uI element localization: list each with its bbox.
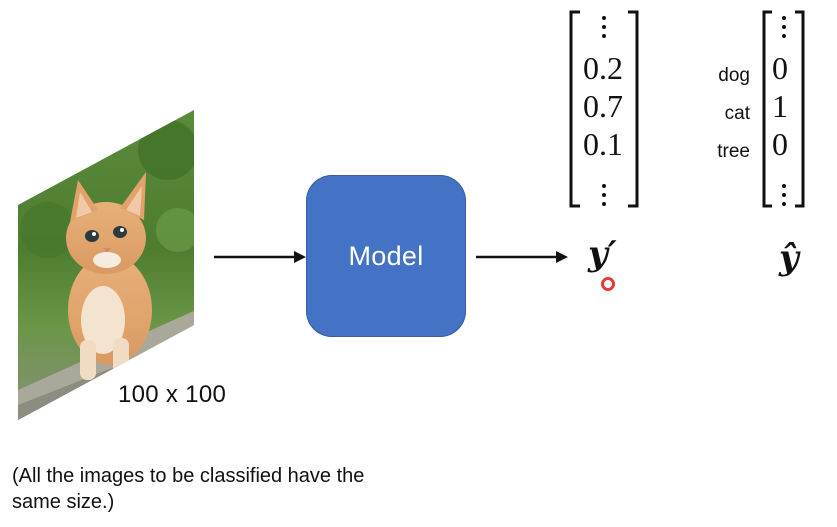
note-line-1: (All the images to be classified have th… — [12, 465, 365, 487]
target-vdots — [782, 16, 786, 206]
prediction-symbol: y′ — [588, 234, 617, 274]
prediction-vector: 0.2 0.7 0.1 — [583, 49, 623, 163]
class-label-cat: cat — [724, 103, 750, 124]
target-vector: 0 1 0 — [772, 49, 788, 163]
prediction-value: 0.7 — [583, 88, 623, 124]
note-line-2: same size.) — [12, 491, 115, 513]
class-label-dog: dog — [718, 65, 750, 86]
model-box: Model — [306, 175, 466, 337]
output-arrow — [476, 250, 568, 264]
kitten-image — [18, 110, 196, 420]
prediction-value: 0.1 — [583, 126, 623, 162]
model-label: Model — [348, 240, 424, 271]
target-value: 0 — [772, 126, 788, 162]
input-arrow — [214, 250, 306, 264]
note-text: (All the images to be classified have th… — [12, 463, 432, 515]
mouse-cursor-indicator — [601, 277, 615, 291]
prediction-vdots — [602, 16, 606, 206]
target-value: 0 — [772, 50, 788, 86]
class-label-tree: tree — [717, 141, 750, 162]
image-size-label: 100 x 100 — [118, 381, 227, 408]
target-value: 1 — [772, 88, 788, 124]
prediction-value: 0.2 — [583, 50, 623, 86]
class-labels: dog cat tree — [684, 57, 750, 171]
target-symbol: ŷ — [779, 238, 799, 278]
